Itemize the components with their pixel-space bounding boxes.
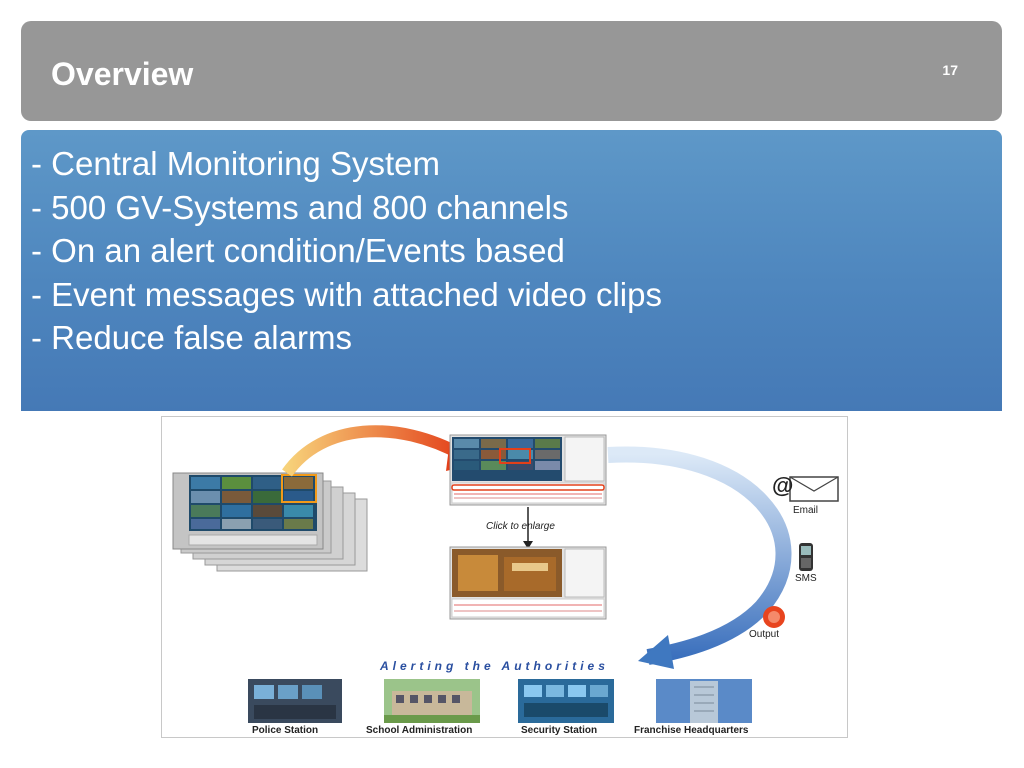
output-icon [763,606,785,628]
bullet-item: - Reduce false alarms [31,319,352,356]
blue-arrowhead [638,635,674,669]
svg-text:@: @ [772,473,793,498]
central-monitor-screen [449,434,607,506]
phone-icon [799,543,813,571]
output-label: Output [749,629,780,640]
email-label: Email [793,505,819,516]
stacked-monitor-windows [172,472,368,572]
bullet-item: - Central Monitoring System [31,145,440,182]
bullet-item: - 500 GV-Systems and 800 channels [31,188,569,226]
alerting-authorities-label: Alerting the Authorities [380,659,609,673]
sms-label: SMS [795,573,817,584]
franchise-hq-image [656,679,752,723]
diagram-graphics: @ [172,425,839,723]
bullet-item: - On an alert condition/Events based [31,232,565,269]
page-number: 17 [942,62,958,78]
bullet-list: - Central Monitoring System - 500 GV-Sys… [31,142,662,360]
blue-arrow [607,446,792,665]
bullet-item: - Event messages with attached video cli… [31,275,662,313]
security-station-label: Security Station [521,725,598,736]
email-icon: @ [772,473,839,502]
orange-arrow [282,425,465,477]
monitoring-diagram: @ [161,416,848,738]
enlarged-screen [449,546,607,620]
police-station-label: Police Station [252,725,319,736]
school-administration-label: School Administration [366,725,473,736]
title-bar: Overview 17 [21,21,1002,121]
police-station-image [248,679,342,723]
content-box: - Central Monitoring System - 500 GV-Sys… [21,130,1002,411]
click-to-enlarge-label: Click to enlarge [486,521,555,532]
down-arrowhead [523,541,533,549]
franchise-headquarters-label: Franchise Headquarters [634,725,749,736]
school-image [384,679,480,723]
slide-title: Overview [51,56,194,92]
security-station-image [518,679,614,723]
